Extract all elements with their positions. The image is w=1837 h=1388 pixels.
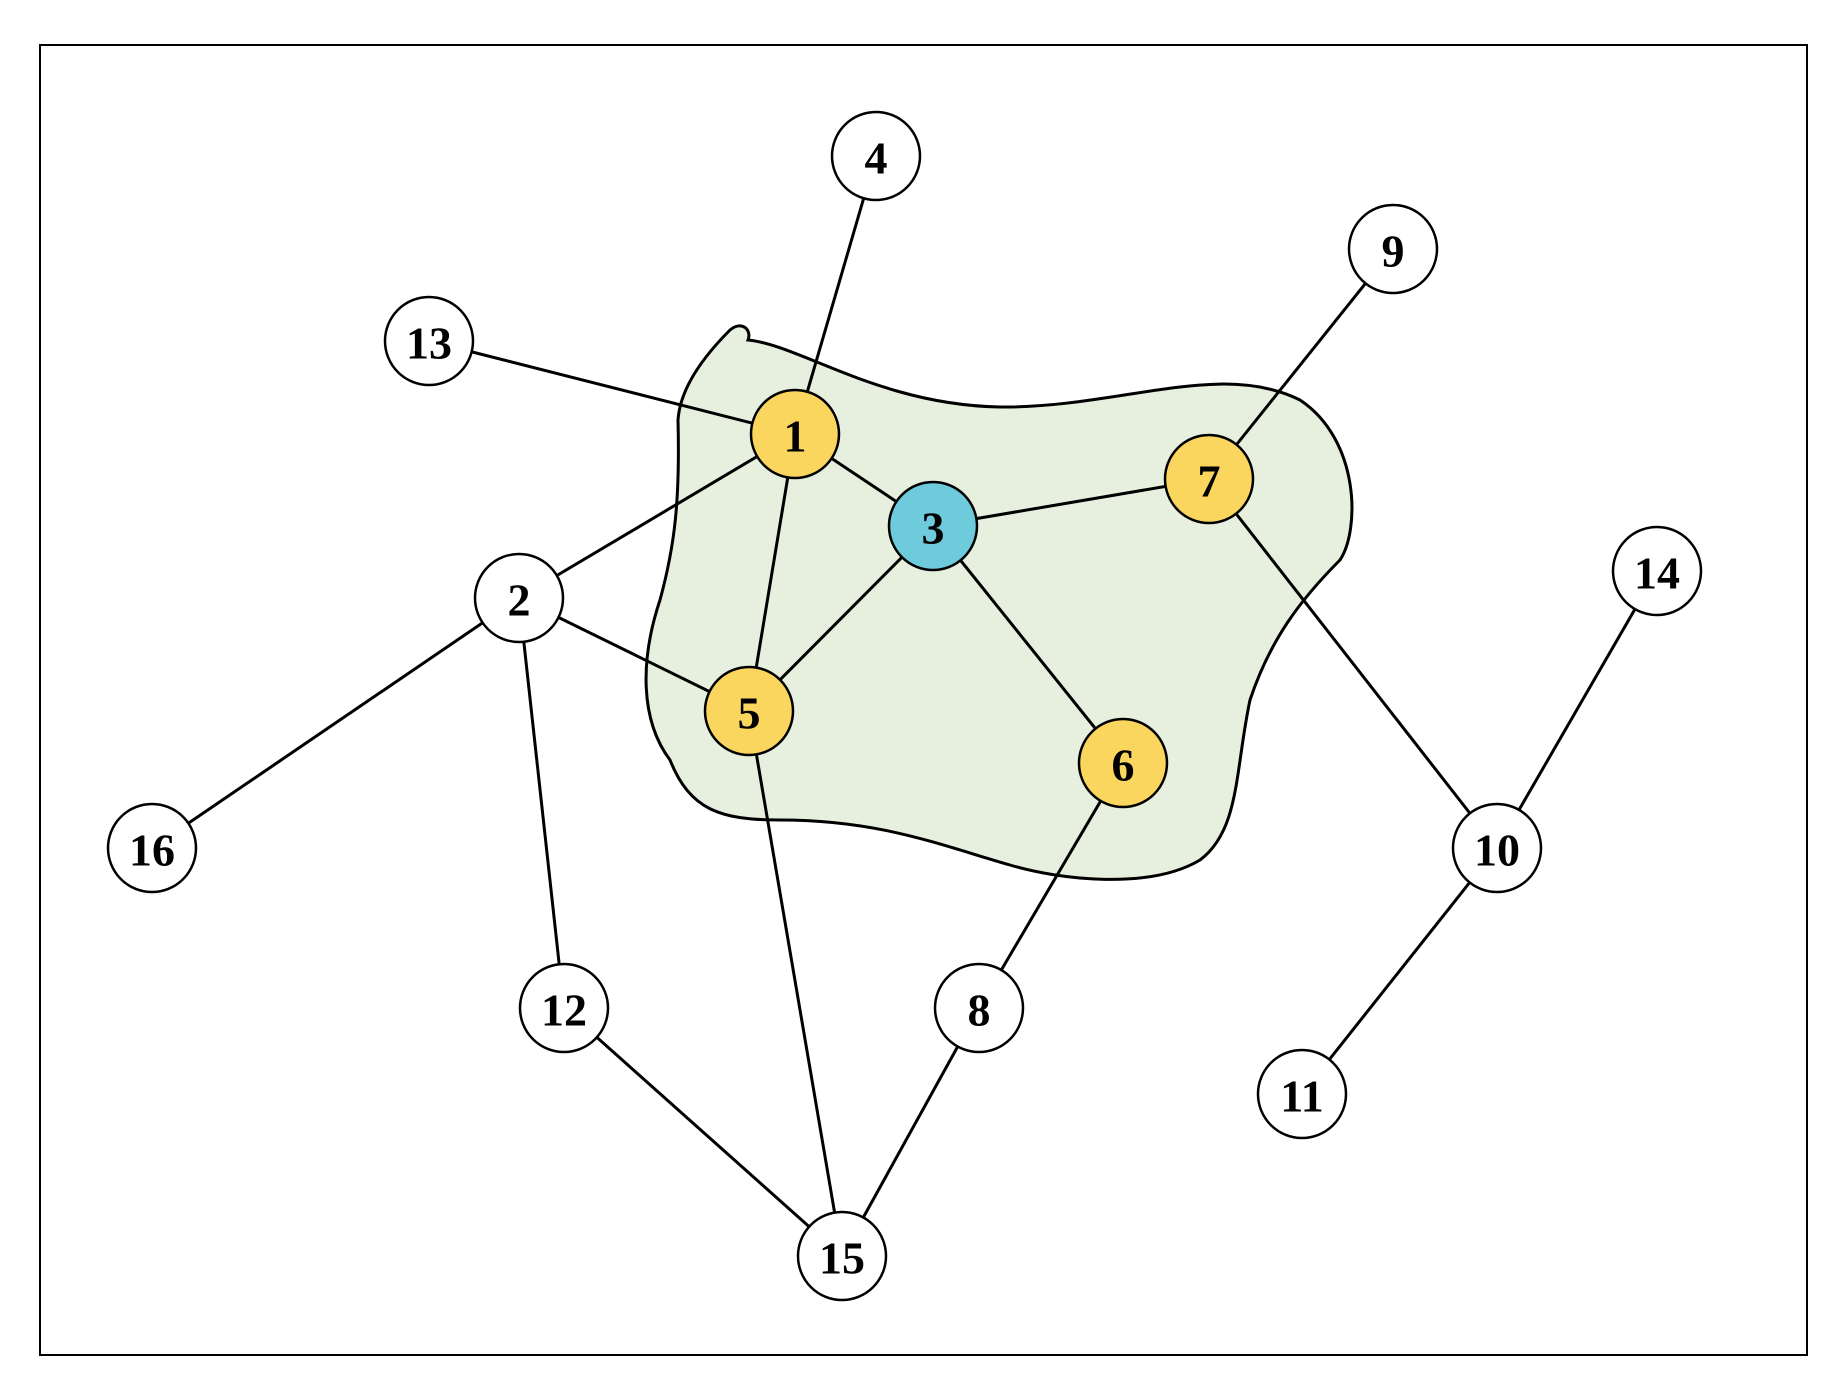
node-circle-3: [887, 480, 979, 572]
node-5: 5: [703, 665, 795, 757]
node-circle-14: [1611, 525, 1703, 617]
edge-9-7: [1207, 248, 1395, 480]
node-8: 8: [933, 962, 1025, 1054]
node-6: 6: [1077, 717, 1169, 809]
node-label-7: 7: [1198, 456, 1221, 507]
node-3: 3: [887, 480, 979, 572]
node-circle-13: [383, 295, 475, 387]
edge-2-12: [517, 597, 566, 1009]
node-circle-10: [1451, 802, 1543, 894]
edge-8-15: [840, 1007, 981, 1257]
node-14: 14: [1611, 525, 1703, 617]
node-label-16: 16: [129, 825, 175, 876]
node-label-15: 15: [819, 1233, 865, 1284]
edge-3-6: [931, 525, 1125, 764]
node-circle-16: [106, 802, 198, 894]
node-circle-5: [703, 665, 795, 757]
node-circle-12: [518, 962, 610, 1054]
node-label-8: 8: [968, 985, 991, 1036]
edge-1-5: [747, 433, 797, 712]
node-label-14: 14: [1634, 548, 1680, 599]
node-10: 10: [1451, 802, 1543, 894]
node-4: 4: [830, 110, 922, 202]
node-15: 15: [796, 1210, 888, 1302]
node-circle-8: [933, 962, 1025, 1054]
node-label-11: 11: [1280, 1071, 1323, 1122]
node-11: 11: [1256, 1048, 1348, 1140]
node-16: 16: [106, 802, 198, 894]
edge-4-1: [793, 155, 878, 435]
node-label-9: 9: [1382, 226, 1405, 277]
node-label-4: 4: [865, 133, 888, 184]
edge-7-10: [1207, 478, 1499, 849]
edge-14-10: [1495, 570, 1659, 849]
node-label-10: 10: [1474, 825, 1520, 876]
node-label-2: 2: [508, 575, 531, 626]
node-1: 1: [749, 388, 841, 480]
node-circle-9: [1347, 203, 1439, 295]
edge-5-15: [747, 710, 844, 1257]
node-12: 12: [518, 962, 610, 1054]
node-circle-1: [749, 388, 841, 480]
node-13: 13: [383, 295, 475, 387]
node-label-1: 1: [784, 411, 807, 462]
edge-12-15: [563, 1006, 843, 1258]
node-circle-7: [1163, 433, 1255, 525]
edge-1-2: [518, 432, 796, 600]
edge-3-7: [932, 477, 1210, 528]
node-label-13: 13: [406, 318, 452, 369]
node-7: 7: [1163, 433, 1255, 525]
node-circle-6: [1077, 717, 1169, 809]
node-label-5: 5: [738, 688, 761, 739]
node-circle-2: [473, 552, 565, 644]
edge-2-16: [151, 596, 520, 850]
edge-13-1: [428, 339, 796, 436]
node-label-3: 3: [922, 503, 945, 554]
node-9: 9: [1347, 203, 1439, 295]
edge-6-8: [977, 762, 1125, 1009]
node-2: 2: [473, 552, 565, 644]
node-circle-11: [1256, 1048, 1348, 1140]
node-label-12: 12: [541, 985, 587, 1036]
node-circle-4: [830, 110, 922, 202]
node-circle-15: [796, 1210, 888, 1302]
edge-10-11: [1300, 847, 1499, 1095]
node-label-6: 6: [1112, 740, 1135, 791]
